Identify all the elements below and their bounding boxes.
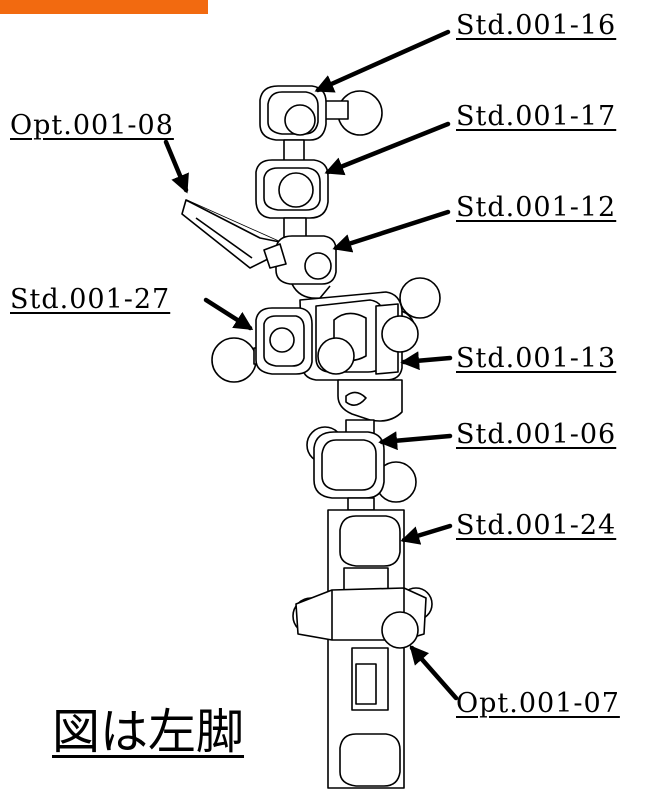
caption-left-leg: 図は左脚: [52, 704, 245, 760]
part-std-001-27: [211, 307, 313, 383]
label-opt-001-08: Opt.001-08: [10, 110, 174, 141]
arrow-std-001-17: [324, 121, 451, 176]
label-std-001-17: Std.001-17: [456, 101, 617, 132]
accent-bar: [0, 0, 208, 14]
part-std-001-24: [327, 509, 405, 789]
label-std-001-12: Std.001-12: [456, 192, 617, 223]
part-std-001-13: [299, 277, 441, 381]
label-std-001-24: Std.001-24: [456, 510, 617, 541]
part-opt-001-07: [292, 587, 433, 649]
arrow-opt-001-07: [409, 645, 459, 701]
arrow-std-001-27: [203, 297, 254, 331]
part-std-001-12: [263, 235, 337, 285]
arrow-std-001-13: [400, 351, 453, 371]
label-opt-001-07: Opt.001-07: [456, 688, 620, 719]
arrow-opt-001-08: [163, 139, 189, 194]
link-06-24: [347, 497, 375, 511]
label-std-001-16: Std.001-16: [456, 10, 617, 41]
label-std-001-27: Std.001-27: [10, 284, 171, 315]
part-std-001-06: [306, 426, 417, 503]
part-opt-001-08: [181, 199, 281, 269]
part-std-001-17: [255, 159, 329, 219]
label-std-001-06: Std.001-06: [456, 419, 617, 450]
part-lower-yoke: [337, 379, 403, 422]
arrow-std-001-16: [314, 29, 451, 93]
label-std-001-13: Std.001-13: [456, 343, 617, 374]
arrow-std-001-24: [400, 523, 453, 545]
part-std-001-16: [259, 85, 383, 141]
link-16-17: [283, 139, 305, 163]
arrow-std-001-12: [332, 209, 451, 253]
arrow-std-001-06: [378, 431, 453, 451]
